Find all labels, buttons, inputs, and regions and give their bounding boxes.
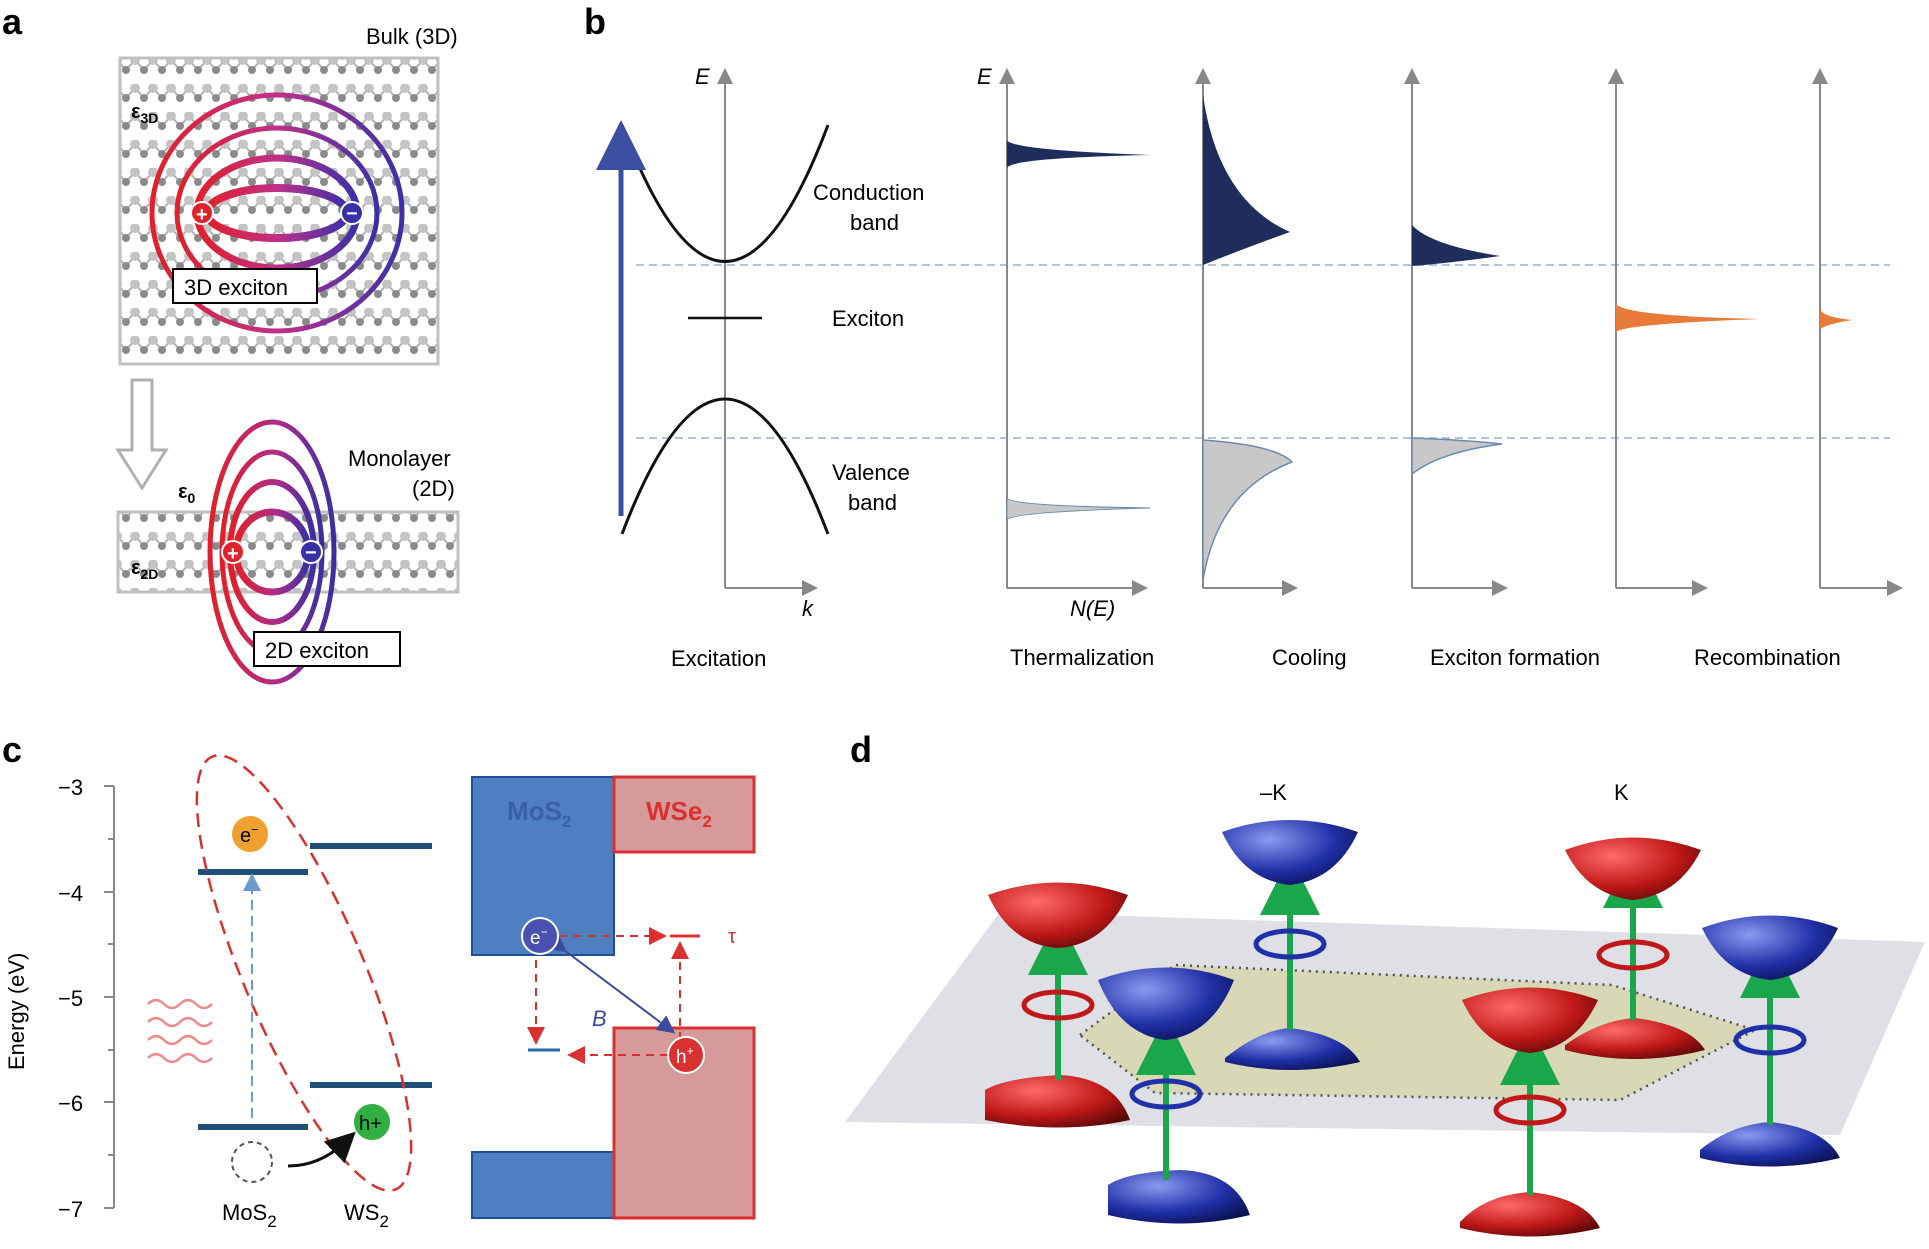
cooling-hole-dist	[1202, 439, 1294, 581]
valence-band-label: Valence	[832, 460, 910, 485]
tick-minus-6: −6	[58, 1091, 83, 1116]
plus-sign-3d: +	[196, 204, 208, 226]
conduction-band-label: Conduction	[813, 180, 924, 205]
thermalization-hole-dist	[1006, 497, 1151, 521]
hole-label: h+	[359, 1113, 382, 1135]
stage-recombination: Recombination	[1694, 645, 1841, 670]
band-levels	[198, 843, 432, 1130]
valley-blue-right	[1700, 915, 1840, 1167]
y-axis-label: Energy (eV)	[4, 953, 29, 1070]
k-label: K	[1614, 780, 1629, 805]
box-electron-label: e−	[530, 925, 548, 949]
electron-label: e−	[240, 822, 259, 847]
tick-minus-7: −7	[58, 1197, 83, 1222]
exciton-2d-box	[253, 631, 401, 667]
axis-e2-label: E	[977, 64, 992, 89]
axis-e-label: E	[695, 64, 710, 89]
panel-b: b E k Conduction band Exciton Valence ba…	[584, 1, 1903, 671]
panel-d-letter: d	[850, 729, 872, 770]
dos-axes	[999, 68, 1903, 596]
panel-d: d –K K	[845, 729, 1925, 1237]
formation-hole-dist	[1411, 437, 1503, 476]
cooling-electron-dist	[1203, 95, 1290, 265]
exciton-label: Exciton	[832, 306, 904, 331]
binding-arrow	[547, 934, 676, 1034]
minus-sign-3d: −	[346, 203, 358, 225]
hole-transfer-arrow	[287, 1131, 356, 1168]
stage-exciton-formation: Exciton formation	[1430, 645, 1600, 670]
panel-a-letter: a	[2, 1, 23, 42]
stage-thermalization: Thermalization	[1010, 645, 1154, 670]
valence-band-label-2: band	[848, 490, 897, 515]
hole-plus-2d	[221, 540, 245, 564]
eps-0-label: ε0	[178, 481, 196, 506]
hole-plus-3d	[190, 201, 214, 225]
monolayer-label-2d: (2D)	[412, 476, 455, 501]
stage-cooling: Cooling	[1272, 645, 1347, 670]
axis-ne-label: N(E)	[1070, 596, 1115, 621]
mos2-valence-box	[471, 1151, 615, 1219]
tick-minus-3: −3	[58, 775, 83, 800]
box-hole-circle	[667, 1036, 705, 1074]
panel-c: c −3 −4 −5 −6 −7 Energy (eV)	[2, 729, 756, 1231]
wse2-conduction-box	[612, 775, 756, 854]
tick-minus-5: −5	[58, 986, 83, 1011]
thermalization-electron-dist	[1007, 140, 1150, 168]
panel-c-letter: c	[2, 729, 22, 770]
eps-2d-label: ε2D	[131, 557, 158, 582]
box-hole-label: h+	[676, 1044, 694, 1068]
valley-red-left	[985, 882, 1130, 1128]
down-arrow-icon	[115, 378, 169, 491]
axis-k-label: k	[802, 596, 814, 621]
mos2-label: MoS2	[222, 1200, 277, 1231]
formation-electron-dist	[1412, 225, 1500, 266]
valence-band-curve	[620, 397, 830, 535]
minus-k-label: –K	[1260, 780, 1287, 805]
exciton-3d-box	[172, 268, 318, 304]
valley-blue-minus-k	[1222, 820, 1360, 1070]
tau-label: τ	[728, 926, 736, 948]
conduction-band-curve	[620, 124, 830, 263]
mos2-box-label: MoS2	[507, 796, 571, 831]
energy-ticks	[104, 785, 114, 1209]
tick-minus-4: −4	[58, 881, 83, 906]
panel-a: a Bulk (3D) ε3D + − 3D exciton Monolayer…	[2, 1, 460, 685]
minus-sign-2d: −	[305, 542, 317, 564]
electron-circle	[230, 814, 270, 854]
conduction-band-label-2: band	[850, 210, 899, 235]
valley-red-k	[1565, 837, 1705, 1059]
valley-blue-front	[1098, 967, 1250, 1224]
bulk-label: Bulk (3D)	[366, 24, 458, 49]
plus-sign-2d: +	[227, 543, 239, 565]
exciton-3d-label: 3D exciton	[184, 275, 288, 300]
stage-excitation: Excitation	[671, 646, 766, 671]
empty-hole-circle	[231, 1141, 273, 1183]
wse2-box-label: WSe2	[646, 796, 712, 831]
recombination-exciton-dist	[1820, 309, 1852, 330]
interlayer-exciton-outline	[195, 754, 413, 1192]
electron-minus-2d	[299, 540, 323, 564]
eps-3d-label: ε3D	[131, 101, 158, 126]
ws2-label: WS2	[344, 1200, 389, 1231]
panel-b-letter: b	[584, 1, 606, 42]
electron-minus-3d	[340, 201, 364, 225]
box-electron-circle	[521, 917, 559, 955]
binding-label: B	[592, 1006, 607, 1031]
formation-exciton-dist	[1616, 304, 1760, 332]
exciton-2d-label: 2D exciton	[265, 638, 369, 663]
hole-circle	[352, 1102, 392, 1142]
light-wave-icon	[147, 998, 213, 1064]
monolayer-label: Monolayer	[348, 446, 451, 471]
valley-red-front	[1460, 987, 1600, 1237]
